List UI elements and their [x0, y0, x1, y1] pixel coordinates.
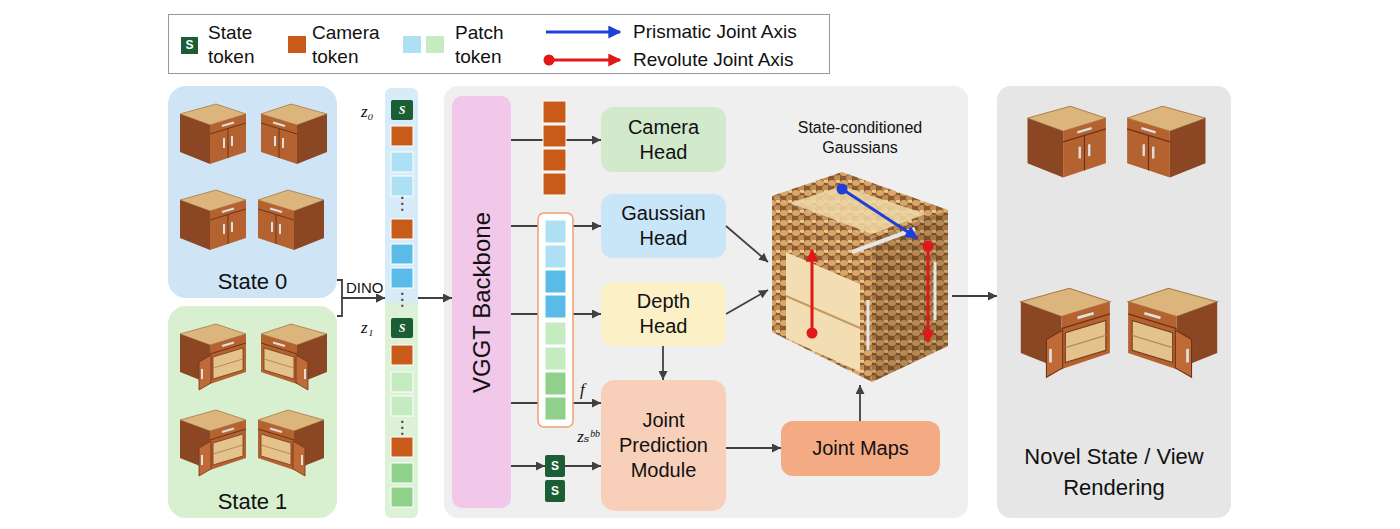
- node-label: Gaussian Head: [616, 201, 712, 251]
- handle: [852, 229, 915, 252]
- connector-arrow: [662, 346, 664, 380]
- node-label: Depth Head: [616, 289, 712, 339]
- patch-token: [545, 347, 566, 370]
- handle: [867, 300, 870, 350]
- camera-stack: [543, 101, 566, 195]
- connector-arrow: [511, 465, 545, 467]
- camera-token: [543, 173, 566, 195]
- patch-token: [545, 245, 566, 268]
- node-label: Joint Prediction Module: [616, 408, 712, 483]
- camera-token: [543, 149, 566, 171]
- state-token: S: [391, 318, 413, 338]
- node-label: S: [399, 321, 406, 336]
- ellipsis: ⋮: [391, 289, 413, 311]
- output-box: Joint Maps: [781, 421, 940, 476]
- node-label: Novel State / View Rendering: [1014, 442, 1214, 504]
- connector-arrow: [726, 290, 768, 314]
- state-token: S: [391, 100, 413, 120]
- state-panel: State 1: [168, 306, 337, 518]
- token-letter: S: [181, 37, 198, 54]
- node-label: z₁: [361, 317, 374, 338]
- patch-token: [545, 397, 566, 420]
- legend-label: Prismatic Joint Axis: [633, 20, 833, 44]
- connector-arrow: [726, 226, 768, 262]
- edge-label: f: [580, 380, 585, 400]
- node-label: State-conditioned Gaussians: [768, 118, 952, 158]
- head-box: Gaussian Head: [601, 194, 726, 258]
- handle: [934, 262, 937, 320]
- revolute-axis: [811, 250, 814, 333]
- ellipsis: ⋮: [391, 417, 413, 439]
- legend-swatch: [403, 36, 421, 53]
- gaussian-cabinet: [772, 172, 948, 382]
- legend-label: State token: [208, 21, 266, 69]
- node-label: State 0: [218, 268, 288, 296]
- camera-token: [543, 101, 566, 123]
- axis-origin: [807, 328, 818, 339]
- revolute-sample: [549, 59, 620, 62]
- legend-label: Camera token: [312, 21, 394, 69]
- connector-arrow: [565, 465, 601, 467]
- patch-bracket: [538, 213, 573, 427]
- patch-stack: [545, 220, 566, 420]
- axis-origin: [837, 184, 848, 195]
- node-label: VGGT Backbone: [467, 212, 497, 393]
- node-label: State 1: [218, 488, 288, 516]
- revolute-dot: [544, 55, 555, 66]
- module-box: Joint Prediction Module: [601, 380, 726, 511]
- shelf-line: [786, 296, 860, 328]
- ellipsis: ⋮: [391, 193, 413, 215]
- patch-token: [545, 270, 566, 293]
- open-interior: [786, 252, 860, 372]
- output-panel: Novel State / View Rendering: [997, 86, 1231, 518]
- node-label: Joint Maps: [812, 436, 909, 461]
- math-symbol: zₛᵇᵇ: [570, 426, 606, 448]
- connector-arrow: [859, 385, 861, 421]
- connector-arrow: [418, 297, 452, 299]
- node-label: S: [399, 103, 406, 118]
- gaussian-side: [872, 210, 948, 382]
- patch-swatch: [426, 36, 444, 53]
- prismatic-sample: [546, 31, 620, 34]
- open-drawer: [790, 186, 926, 234]
- legend-swatch: [288, 36, 306, 53]
- connector-arrow: [511, 225, 601, 227]
- connector-arrow: [337, 298, 385, 316]
- axis-origin: [923, 241, 934, 252]
- node-label: S: [551, 484, 559, 499]
- side-shade: [872, 210, 948, 382]
- patch-token: [545, 220, 566, 243]
- connector-arrow: [952, 295, 997, 297]
- connector-arrow: [726, 447, 781, 449]
- connector-arrow: [511, 139, 601, 141]
- patch-token: [545, 322, 566, 345]
- connector-arrow: [337, 280, 385, 298]
- node-label: S: [551, 459, 559, 474]
- state-token: S: [545, 480, 565, 502]
- camera-token: [543, 125, 566, 147]
- model-panel: [444, 86, 968, 518]
- node-label: z₀: [361, 101, 374, 122]
- patch-token: [545, 295, 566, 318]
- head-box: Camera Head: [601, 107, 726, 172]
- revolute-axis: [927, 246, 930, 342]
- head-box: Depth Head: [601, 282, 726, 346]
- connector-arrow: [511, 402, 601, 404]
- state-panel: State 0: [168, 86, 337, 298]
- backbone-box: VGGT Backbone: [452, 96, 511, 508]
- patch-token: [545, 372, 566, 395]
- node-label: Camera Head: [616, 115, 712, 165]
- connector-arrow: [511, 313, 601, 315]
- state-token: S: [545, 455, 565, 477]
- gaussian-front: [772, 196, 872, 382]
- gaussian-top: [772, 172, 948, 238]
- prismatic-axis: [842, 189, 917, 238]
- legend-label: Patch token: [455, 21, 515, 69]
- legend-label: Revolute Joint Axis: [633, 48, 833, 72]
- edge-label: DINO: [346, 279, 384, 296]
- gaussian-illustration: State-conditioned Gaussians: [768, 112, 952, 385]
